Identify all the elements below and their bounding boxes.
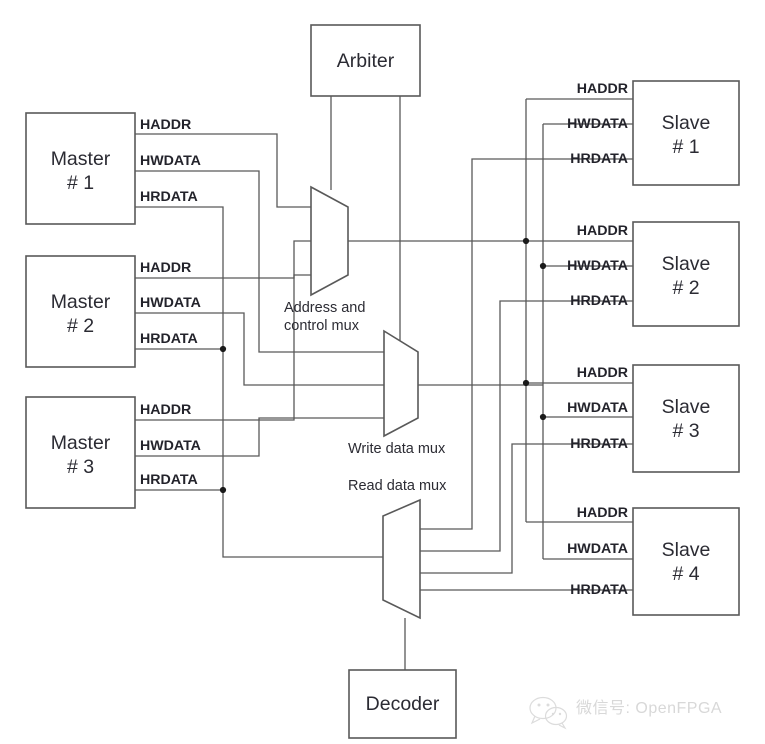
slave-1-hrdata-label: HRDATA	[570, 151, 628, 167]
slave-4-hwdata-label: HWDATA	[567, 541, 628, 557]
slave-4-haddr-label: HADDR	[577, 505, 628, 521]
master-2-label-line2: # 2	[67, 315, 94, 337]
master-3-hrdata-label: HRDATA	[140, 472, 198, 488]
master-2-hrdata-label: HRDATA	[140, 331, 198, 347]
master-1-haddr-label: HADDR	[140, 117, 191, 133]
master-2-hwdata-label: HWDATA	[140, 295, 201, 311]
read-mux-label: Read data mux	[348, 478, 447, 494]
master-1-label-line2: # 1	[67, 172, 94, 194]
address-mux-label-line1: Address and	[284, 300, 365, 316]
block-slave-2[interactable]: Slave # 2	[632, 221, 740, 327]
arbiter-label: Arbiter	[337, 50, 395, 72]
address-mux-label-line2: control mux	[284, 318, 360, 334]
slave-4-hrdata-label: HRDATA	[570, 582, 628, 598]
block-arbiter[interactable]: Arbiter	[310, 24, 421, 97]
master-3-label-line2: # 3	[67, 456, 94, 478]
master-3-haddr-label: HADDR	[140, 402, 191, 418]
block-master-3[interactable]: Master # 3	[25, 396, 136, 509]
master-3-hwdata-label: HWDATA	[140, 438, 201, 454]
wire-m1-haddr	[135, 133, 311, 208]
mux-address-control[interactable]	[310, 185, 349, 297]
wire-m1-hrdata	[135, 206, 224, 490]
block-master-2[interactable]: Master # 2	[25, 255, 136, 368]
slave-1-label-line2: # 1	[672, 136, 699, 158]
junction-dot-hwdata-slave3	[539, 413, 547, 421]
junction-dot-hwdata-slave2	[539, 262, 547, 270]
wire-layer	[135, 96, 633, 670]
slave-2-hwdata-label: HWDATA	[567, 258, 628, 274]
write-mux-label: Write data mux	[348, 441, 446, 457]
watermark: 微信号: OpenFPGA	[529, 696, 722, 730]
junction-dot-m3-hrdata	[219, 486, 227, 494]
master-2-label-line1: Master	[51, 291, 111, 313]
block-slave-4[interactable]: Slave # 4	[632, 507, 740, 616]
wire-slave1-hrdata	[420, 158, 633, 530]
wechat-icon	[529, 696, 568, 730]
junction-dot-haddr-slave2	[522, 237, 530, 245]
wire-m3-haddr	[135, 274, 311, 421]
wire-m2-hwdata	[135, 312, 384, 386]
junction-dot-haddr-slave3	[522, 379, 530, 387]
slave-3-haddr-label: HADDR	[577, 365, 628, 381]
wire-m3-hrdata	[135, 489, 383, 558]
slave-1-label-line1: Slave	[662, 112, 711, 134]
block-slave-1[interactable]: Slave # 1	[632, 80, 740, 186]
wire-m2-haddr	[135, 240, 311, 279]
slave-3-label-line1: Slave	[662, 396, 711, 418]
slave-3-label-line2: # 3	[672, 420, 699, 442]
mux-read-data[interactable]	[382, 498, 421, 620]
mux-write-data[interactable]	[383, 329, 419, 438]
slave-4-label-line1: Slave	[662, 539, 711, 561]
master-1-label-line1: Master	[51, 148, 111, 170]
slave-2-label-line1: Slave	[662, 253, 711, 275]
block-slave-3[interactable]: Slave # 3	[632, 364, 740, 473]
block-master-1[interactable]: Master # 1	[25, 112, 136, 225]
wire-slave3-hrdata	[420, 443, 633, 574]
slave-2-haddr-label: HADDR	[577, 223, 628, 239]
junction-dot-m2-hrdata	[219, 345, 227, 353]
wire-m3-hwdata	[135, 417, 384, 457]
master-2-haddr-label: HADDR	[140, 260, 191, 276]
decoder-label: Decoder	[366, 693, 440, 715]
slave-4-label-line2: # 4	[672, 563, 699, 585]
master-3-label-line1: Master	[51, 432, 111, 454]
master-1-hrdata-label: HRDATA	[140, 189, 198, 205]
watermark-text: 微信号: OpenFPGA	[576, 699, 722, 717]
slave-1-hwdata-label: HWDATA	[567, 116, 628, 132]
slave-1-haddr-label: HADDR	[577, 81, 628, 97]
wire-m1-hwdata	[135, 170, 384, 353]
slave-3-hwdata-label: HWDATA	[567, 400, 628, 416]
block-decoder[interactable]: Decoder	[348, 669, 457, 739]
master-1-hwdata-label: HWDATA	[140, 153, 201, 169]
slave-3-hrdata-label: HRDATA	[570, 436, 628, 452]
wire-slave2-hrdata	[420, 300, 633, 552]
slave-2-label-line2: # 2	[672, 277, 699, 299]
slave-2-hrdata-label: HRDATA	[570, 293, 628, 309]
